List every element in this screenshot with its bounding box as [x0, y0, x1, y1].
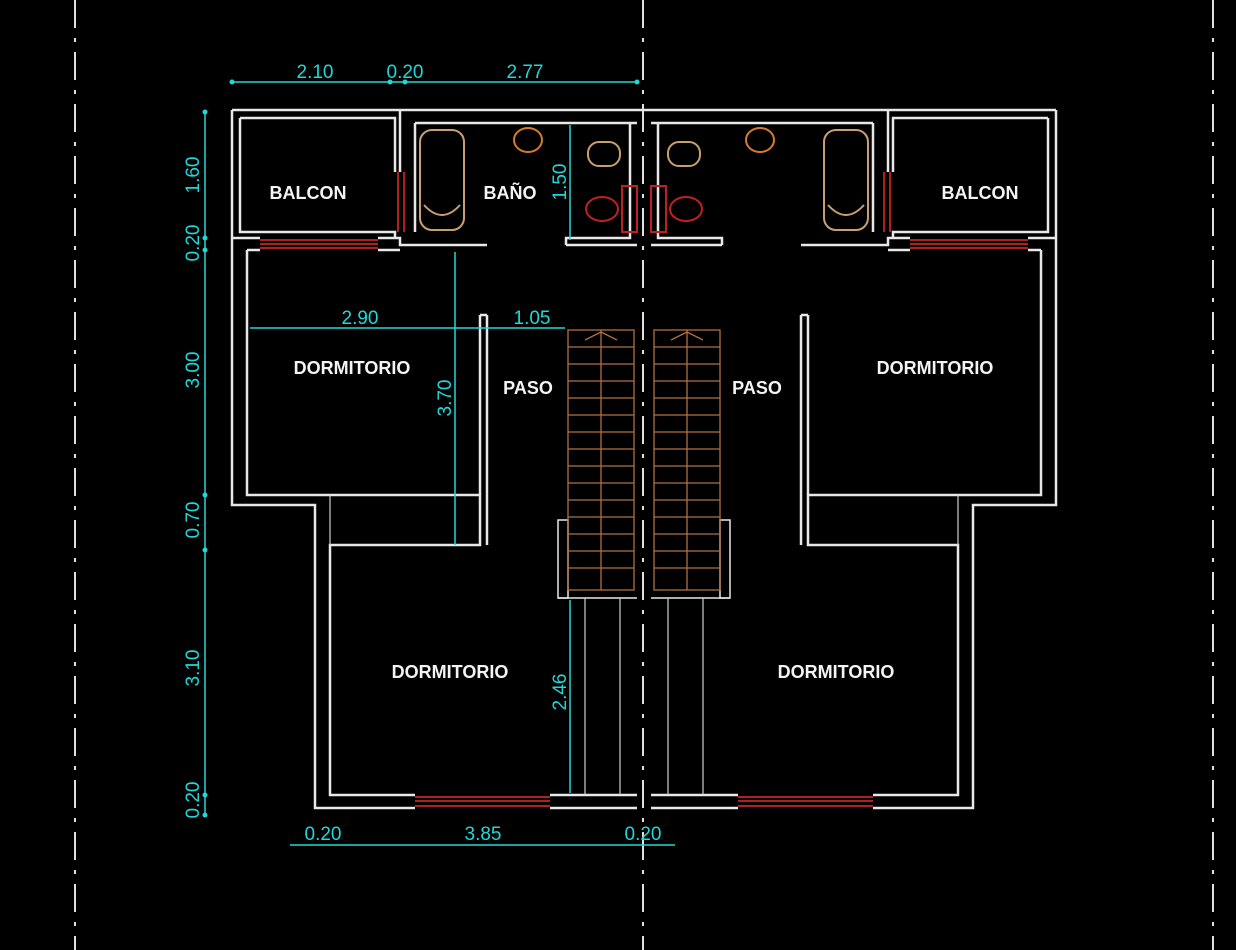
room-label-dormitorio-bottom-left: DORMITORIO	[392, 662, 509, 682]
dim-bottom-2: 3.85	[465, 824, 502, 845]
dim-left-3: 3.00	[183, 352, 204, 389]
dim-left-6: 0.20	[183, 782, 204, 819]
room-label-dormitorio-top-right: DORMITORIO	[877, 358, 994, 378]
room-label-balcon-left: BALCON	[270, 183, 347, 203]
dim-bottom-1: 0.20	[305, 824, 342, 845]
room-label-paso-right: PASO	[732, 378, 782, 398]
dimension-lines	[202, 79, 675, 846]
dim-top-2: 0.20	[387, 62, 424, 83]
dim-left-2: 0.20	[183, 225, 204, 262]
dim-bedroom-width: 2.90	[342, 308, 379, 329]
dim-top-1: 2.10	[297, 62, 334, 83]
dim-left-1: 1.60	[183, 157, 204, 194]
dim-bedroom-depth: 3.70	[435, 380, 456, 417]
dim-passage-width: 1.05	[514, 308, 551, 329]
room-label-dormitorio-bottom-right: DORMITORIO	[778, 662, 895, 682]
left-unit-walls	[230, 108, 639, 810]
room-label-bano: BAÑO	[484, 182, 537, 203]
room-label-paso-left: PASO	[503, 378, 553, 398]
dim-corridor-length: 2.46	[550, 674, 571, 711]
dim-bottom-3: 0.20	[625, 824, 662, 845]
dim-left-5: 3.10	[183, 650, 204, 687]
room-label-balcon-right: BALCON	[942, 183, 1019, 203]
room-label-dormitorio-top-left: DORMITORIO	[294, 358, 411, 378]
dim-left-4: 0.70	[183, 502, 204, 539]
dim-bath-height: 1.50	[550, 164, 571, 201]
dim-top-3: 2.77	[507, 62, 544, 83]
right-unit-walls	[649, 108, 1058, 810]
